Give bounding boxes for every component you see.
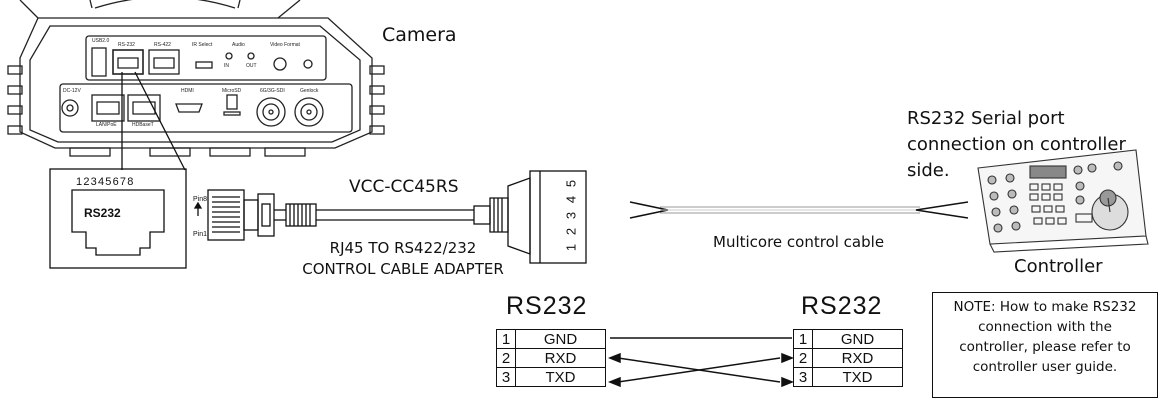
pin-signal: RXD — [812, 348, 903, 368]
pin-signal: TXD — [515, 367, 606, 387]
ir-select-label: IR Select — [192, 42, 213, 48]
controller-label: Controller — [1014, 256, 1103, 277]
camera-label: Camera — [382, 24, 457, 46]
rj45-plug — [193, 189, 317, 241]
note-line-2: connection with the — [978, 319, 1112, 335]
adapter-line-1: RJ45 TO RS422/232 — [329, 239, 477, 257]
callout-lines — [121, 71, 186, 171]
controller-illustration — [977, 149, 1149, 253]
hdmi-label: HDMI — [181, 88, 194, 94]
pin-wiring — [607, 337, 795, 388]
rs232-serial-line-2: connection on controller — [907, 134, 1126, 155]
cable-model-label: VCC-CC45RS — [349, 177, 459, 197]
adapter-description: RJ45 TO RS422/232 CONTROL CABLE ADAPTER — [288, 238, 518, 280]
pin-number: 3 — [793, 367, 813, 387]
pin-number: 2 — [793, 348, 813, 368]
rs232-serial-line-3: side. — [907, 160, 950, 181]
pin8-label: Pin8 — [193, 196, 208, 203]
connector-pin-1: 1 — [563, 243, 579, 252]
audio-out-label: OUT — [246, 63, 257, 69]
connector-pin-numbers: 1 2 3 4 5 — [563, 176, 587, 261]
pin1-label: Pin1 — [193, 231, 208, 238]
left-table-title: RS232 — [506, 292, 588, 320]
rs232-port-pin-numbers: 12345678 — [76, 176, 135, 188]
note-line-3: controller, please refer to — [959, 339, 1131, 355]
pin-signal: TXD — [812, 367, 903, 387]
rs232-port-callout — [49, 168, 187, 269]
right-table-title: RS232 — [801, 292, 883, 320]
rs232-port-label-large: RS232 — [84, 206, 121, 220]
note-box: NOTE: How to make RS232 connection with … — [932, 292, 1158, 398]
pin-signal: GND — [812, 329, 903, 349]
adapter-line-2: CONTROL CABLE ADAPTER — [302, 260, 504, 278]
rs232-port-label: RS-232 — [118, 42, 135, 48]
pin-number: 2 — [496, 348, 516, 368]
audio-in-label: IN — [224, 63, 229, 69]
multicore-cable — [629, 201, 969, 219]
terminal-connector — [473, 170, 587, 264]
multicore-cable-label: Multicore control cable — [713, 233, 885, 251]
pin-signal: GND — [515, 329, 606, 349]
pin-number: 1 — [793, 329, 813, 349]
usb-port-label: USB2.0 — [92, 38, 110, 44]
note-line-4: controller user guide. — [972, 359, 1118, 375]
adapter-cable — [316, 209, 474, 221]
audio-label: Audio — [232, 42, 245, 48]
pin-number: 3 — [496, 367, 516, 387]
genlock-label: Genlock — [300, 88, 319, 94]
camera-illustration — [7, 0, 385, 157]
dc-label: DC-12V — [63, 88, 81, 94]
rs232-serial-line-1: RS232 Serial port — [907, 108, 1065, 129]
pin-signal: RXD — [515, 348, 606, 368]
rs232-serial-description: RS232 Serial port connection on controll… — [907, 106, 1126, 184]
lan-label: LAN/PoE — [96, 122, 117, 128]
note-line-1: NOTE: How to make RS232 — [953, 299, 1137, 315]
video-format-label: Video Format — [270, 42, 300, 48]
connector-pin-3: 3 — [563, 211, 579, 220]
connector-pin-2: 2 — [563, 227, 579, 236]
pin-number: 1 — [496, 329, 516, 349]
connector-pin-4: 4 — [563, 195, 579, 204]
microsd-label: MicroSD — [222, 88, 242, 94]
rs422-port-label: RS-422 — [154, 42, 171, 48]
connector-pin-5: 5 — [563, 179, 579, 188]
hdbaset-label: HDBaseT — [132, 122, 154, 128]
sdi-label: 6G/3G-SDI — [260, 88, 285, 94]
